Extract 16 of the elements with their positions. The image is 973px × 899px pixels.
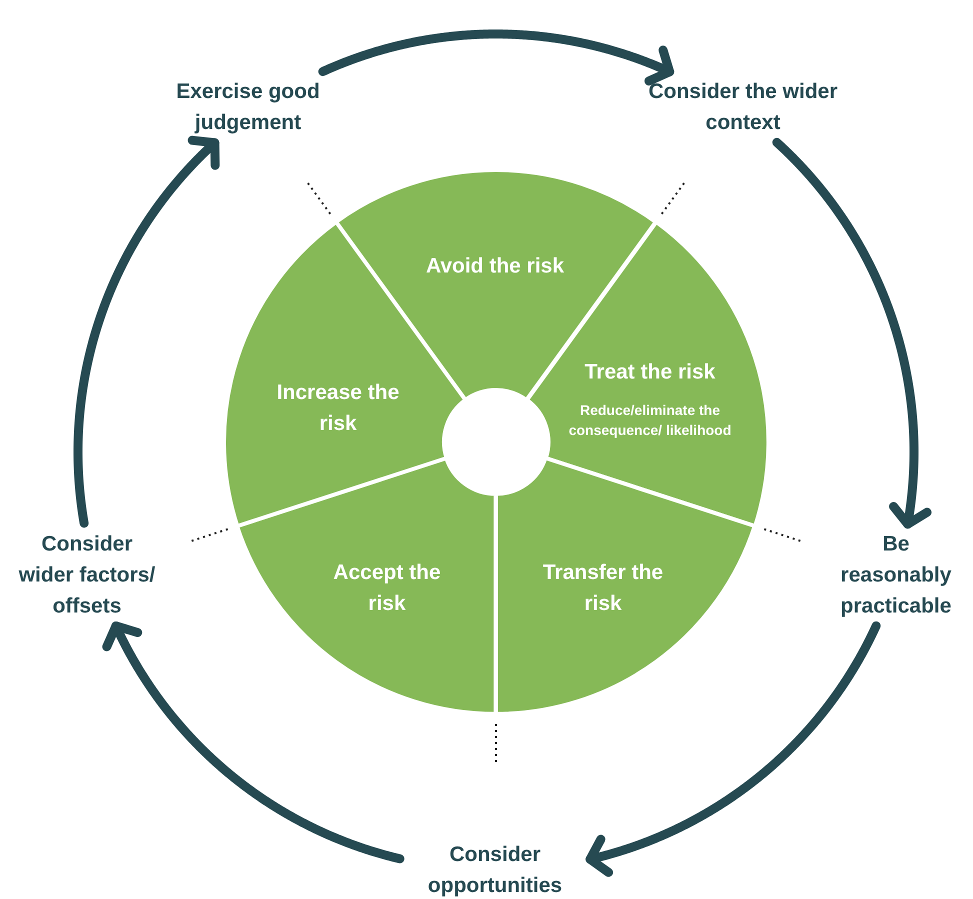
sector-label: Avoid the risk bbox=[424, 254, 566, 280]
step-label: Consider the wider context bbox=[643, 76, 843, 138]
sector-note: Reduce/eliminate the consequence/ likelihood bbox=[568, 400, 732, 440]
cycle-arrow bbox=[586, 621, 881, 877]
cycle-arrow bbox=[74, 136, 220, 528]
sector-label: Accept the risk bbox=[332, 560, 442, 617]
cycle-arrow bbox=[102, 622, 404, 864]
step-label: Consider wider factors/ offsets bbox=[13, 528, 161, 622]
step-label: Exercise good judgement bbox=[148, 76, 348, 138]
cycle-arrow bbox=[318, 30, 674, 86]
sector-label: Transfer the risk bbox=[542, 560, 664, 617]
step-label: Be reasonably practicable bbox=[826, 528, 966, 622]
sector-label: Increase the risk bbox=[276, 380, 400, 437]
step-label: Consider opportunities bbox=[405, 839, 585, 899]
sector-label: Treat the risk bbox=[584, 359, 716, 386]
cycle-arrow bbox=[772, 138, 932, 529]
